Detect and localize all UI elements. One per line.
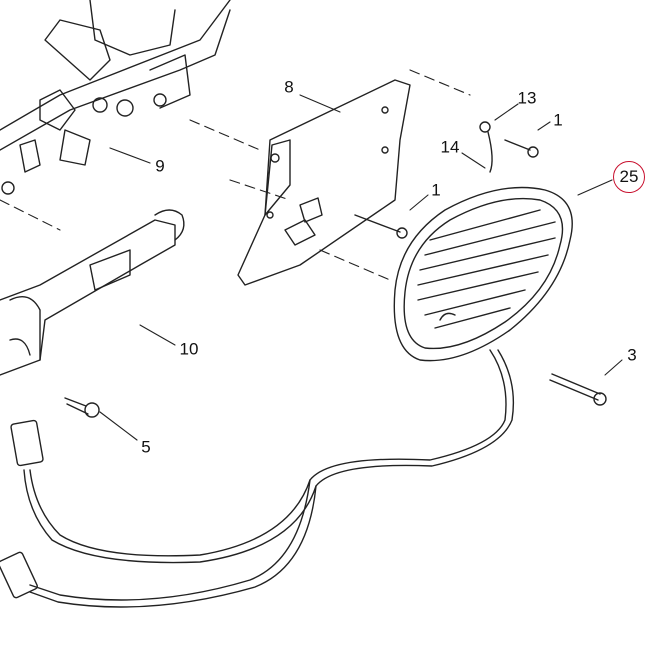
callout-25-highlighted: 25 (613, 161, 645, 193)
callout-9: 9 (155, 156, 165, 176)
leader-14 (461, 152, 486, 169)
leader-1a (537, 121, 551, 131)
mounting-plate (237, 79, 411, 286)
leader-9 (109, 147, 151, 164)
voltage-regulator (393, 186, 573, 362)
callout-8: 8 (284, 77, 294, 97)
leader-10 (139, 324, 176, 346)
callout-14: 14 (440, 137, 460, 157)
leader-25 (577, 179, 613, 196)
callout-3: 3 (627, 345, 637, 365)
callout-13: 13 (517, 88, 537, 108)
screw-5 (64, 397, 100, 418)
regulator-cover (0, 209, 185, 376)
leader-1b (409, 194, 429, 211)
callout-10: 10 (179, 339, 199, 359)
callout-1-top: 1 (553, 110, 563, 130)
wiring-harness (0, 349, 515, 608)
leader-5 (99, 411, 138, 441)
leader-lines (0, 69, 623, 441)
callout-5: 5 (141, 437, 151, 457)
leader-8 (299, 94, 341, 113)
leader-3 (604, 359, 623, 376)
bolts (354, 121, 607, 406)
callout-1-bolt: 1 (431, 180, 441, 200)
leader-13 (494, 103, 519, 121)
frame-bracket (0, 0, 231, 195)
